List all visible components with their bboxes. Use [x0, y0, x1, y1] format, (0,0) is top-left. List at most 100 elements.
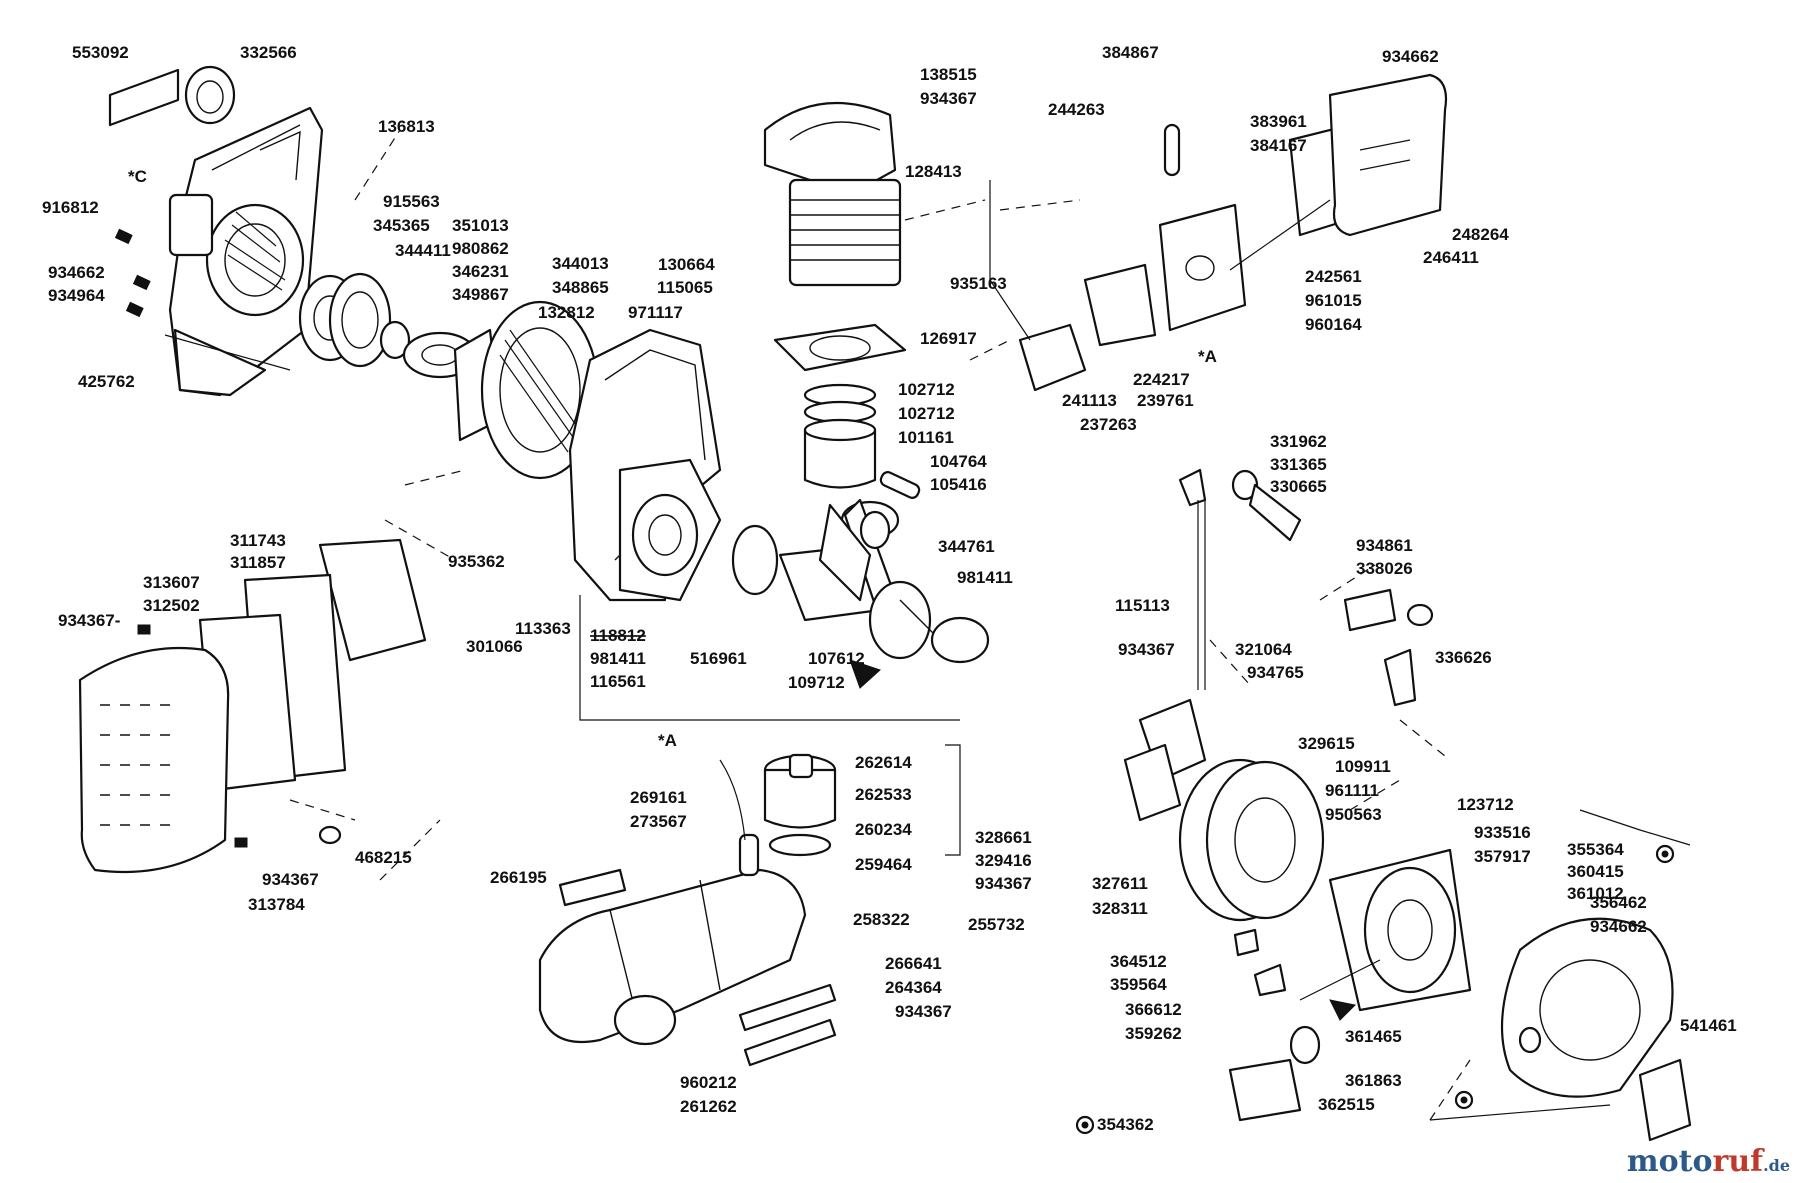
part-label: 345365 — [373, 216, 430, 235]
part-label: 934861 — [1356, 536, 1413, 555]
part-label: 961111 — [1325, 781, 1379, 800]
part-label: 331365 — [1270, 455, 1327, 474]
part-label: 264364 — [885, 978, 942, 997]
part-label: 960164 — [1305, 315, 1362, 334]
part-label: 313784 — [248, 895, 305, 914]
part-label: 115065 — [657, 278, 713, 297]
part-label: 128413 — [905, 162, 962, 181]
part-label: 113363 — [515, 619, 571, 638]
part-label: 244263 — [1048, 100, 1105, 119]
watermark-text-2: ruf — [1712, 1144, 1764, 1179]
part-label: 132812 — [538, 303, 595, 322]
part-label: 259464 — [855, 855, 912, 874]
part-label: 950563 — [1325, 805, 1382, 824]
part-label: 468215 — [355, 848, 412, 867]
watermark-text-1: moto — [1626, 1144, 1713, 1179]
part-label: 248264 — [1452, 225, 1509, 244]
part-label: 934964 — [48, 286, 105, 305]
part-label: 915563 — [383, 192, 440, 211]
part-label: 262533 — [855, 785, 912, 804]
part-label: 329615 — [1298, 734, 1355, 753]
part-label: 346231 — [452, 262, 509, 281]
part-label: 425762 — [78, 372, 135, 391]
part-label: 934367 — [262, 870, 319, 889]
part-label: 349867 — [452, 285, 509, 304]
part-label: 384167 — [1250, 136, 1307, 155]
part-label: 116561 — [590, 672, 646, 691]
part-label: 934367 — [920, 89, 977, 108]
part-label: 273567 — [630, 812, 687, 831]
part-label: 354362 — [1097, 1115, 1154, 1134]
part-label: 383961 — [1250, 112, 1307, 131]
part-label: 359564 — [1110, 975, 1167, 994]
part-label: 321064 — [1235, 640, 1292, 659]
fan-housing-group — [108, 65, 600, 480]
part-label: 934367 — [1118, 640, 1175, 659]
part-label: 384867 — [1102, 43, 1159, 62]
part-label: 260234 — [855, 820, 912, 839]
part-label: 355364 — [1567, 840, 1624, 859]
part-label: 553092 — [72, 43, 129, 62]
part-label: 313607 — [143, 573, 200, 592]
part-label: 331962 — [1270, 432, 1327, 451]
part-label: 311857 — [230, 553, 286, 572]
part-label: 311743 — [230, 531, 286, 550]
part-label: 328311 — [1092, 899, 1148, 918]
part-label: 224217 — [1133, 370, 1190, 389]
part-label: 255732 — [968, 915, 1025, 934]
part-label: 266641 — [885, 954, 942, 973]
part-label: 934367 — [975, 874, 1032, 893]
part-label: 366612 — [1125, 1000, 1182, 1019]
part-label: 981411 — [957, 568, 1013, 587]
part-label: 262614 — [855, 753, 912, 772]
part-label: 269161 — [630, 788, 687, 807]
part-label: 980862 — [452, 239, 509, 258]
part-label: 934662 — [1590, 917, 1647, 936]
part-label: 961015 — [1305, 291, 1362, 310]
part-label: 338026 — [1356, 559, 1413, 578]
part-label: 933516 — [1474, 823, 1531, 842]
part-label: 516961 — [690, 649, 747, 668]
part-label: 541461 — [1680, 1016, 1737, 1035]
cylinder-group — [763, 101, 921, 602]
part-label: 348865 — [552, 278, 609, 297]
part-label: 916812 — [42, 198, 99, 217]
part-label: 115113 — [1115, 596, 1170, 615]
part-label: 360415 — [1567, 862, 1624, 881]
part-label: 107612 — [808, 649, 865, 668]
part-label: 362515 — [1318, 1095, 1375, 1114]
part-label: 126917 — [920, 329, 977, 348]
part-label: 935362 — [448, 552, 505, 571]
part-label: 344411 — [395, 241, 451, 260]
part-label: 123712 — [1457, 795, 1514, 814]
part-label: 328661 — [975, 828, 1032, 847]
part-label: 138515 — [920, 65, 977, 84]
part-label: 104764 — [930, 452, 987, 471]
part-label: 935163 — [950, 274, 1007, 293]
part-label: 109712 — [788, 673, 845, 692]
part-label: 241113 — [1062, 391, 1117, 410]
part-label: 102712 — [898, 380, 955, 399]
part-label: 312502 — [143, 596, 200, 615]
part-label: 130664 — [658, 255, 715, 274]
part-label: 356462 — [1590, 893, 1647, 912]
part-label: 960212 — [680, 1073, 737, 1092]
part-label: 258322 — [853, 910, 910, 929]
part-label: 351013 — [452, 216, 509, 235]
muffler-group — [78, 538, 427, 874]
part-label: *C — [128, 167, 147, 186]
part-label: 934662 — [1382, 47, 1439, 66]
part-label: 357917 — [1474, 847, 1531, 866]
part-label: 239761 — [1137, 391, 1194, 410]
carburetor-group — [1018, 73, 1448, 392]
part-label: 364512 — [1110, 952, 1167, 971]
crankcase-group — [568, 328, 990, 689]
part-label: 934662 — [48, 263, 105, 282]
watermark-text-3: .de — [1763, 1156, 1790, 1175]
part-label: 361012 — [1567, 884, 1624, 903]
part-label: 330665 — [1270, 477, 1327, 496]
part-label: 344761 — [938, 537, 995, 556]
part-label: 261262 — [680, 1097, 737, 1116]
part-label: 934367- — [58, 611, 120, 630]
